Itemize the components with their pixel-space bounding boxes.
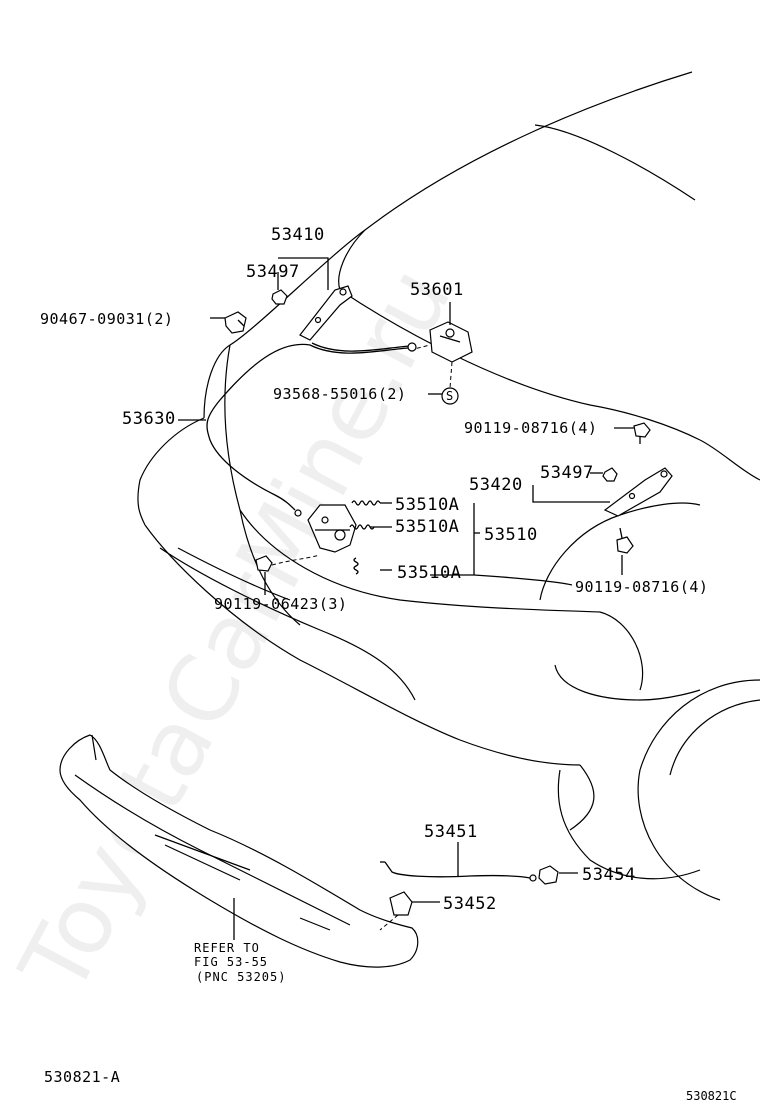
label-90119-06423: 90119-06423(3) — [214, 595, 347, 613]
hood-outline — [203, 71, 701, 441]
label-53510a-1: 53510A — [395, 495, 459, 515]
label-53454: 53454 — [582, 865, 636, 885]
front-fender-outline — [557, 439, 760, 901]
figure-id: 530821-A — [44, 1068, 120, 1086]
label-90119-08716-right: 90119-08716(4) — [575, 578, 708, 596]
hood-hinge-lh — [299, 285, 353, 341]
label-90119-08716-top: 90119-08716(4) — [464, 419, 597, 437]
label-53510a-2: 53510A — [395, 517, 459, 537]
reference-note-line1: REFER TO — [194, 941, 260, 955]
radiator-support — [59, 734, 419, 968]
label-53497-right: 53497 — [540, 463, 594, 483]
hinge-bushing-lh — [271, 289, 288, 305]
leader-lines — [178, 257, 634, 940]
label-53510a-3: 53510A — [397, 563, 461, 583]
hinge-bushing-rh — [602, 467, 618, 482]
label-53601: 53601 — [410, 280, 464, 300]
hood-stay-clip — [224, 311, 247, 334]
striker-screw-symbol — [441, 387, 459, 405]
label-53510: 53510 — [484, 525, 538, 545]
label-90467-09031: 90467-09031(2) — [40, 310, 173, 328]
corner-code: 530821C — [686, 1089, 737, 1103]
hinge-bolt-bottom — [616, 527, 634, 554]
hood-hinge-rh — [603, 467, 673, 517]
callout-symbol-s: S — [446, 389, 454, 403]
label-53630: 53630 — [122, 409, 176, 429]
hood-lock-control-cable — [206, 342, 417, 517]
lock-spring-1 — [351, 500, 381, 506]
label-53420: 53420 — [469, 475, 523, 495]
support-rod-holder — [379, 891, 413, 931]
support-rod-grommet — [538, 865, 559, 885]
reference-note-line2: FIG 53-55 — [194, 955, 268, 969]
label-93568-55016: 93568-55016(2) — [273, 385, 406, 403]
striker-screw-dash — [449, 361, 453, 389]
reference-note-line3: (PNC 53205) — [196, 970, 286, 984]
label-53410: 53410 — [271, 225, 325, 245]
label-53497-top: 53497 — [246, 262, 300, 282]
hood-support-rod — [380, 861, 537, 882]
label-53451: 53451 — [424, 822, 478, 842]
hood-lock-assembly — [307, 504, 357, 553]
hinge-bolt-top — [633, 422, 651, 444]
label-53452: 53452 — [443, 894, 497, 914]
lock-spring-3 — [353, 557, 359, 575]
lock-bolt — [255, 555, 273, 572]
hood-lock-striker — [429, 321, 473, 363]
